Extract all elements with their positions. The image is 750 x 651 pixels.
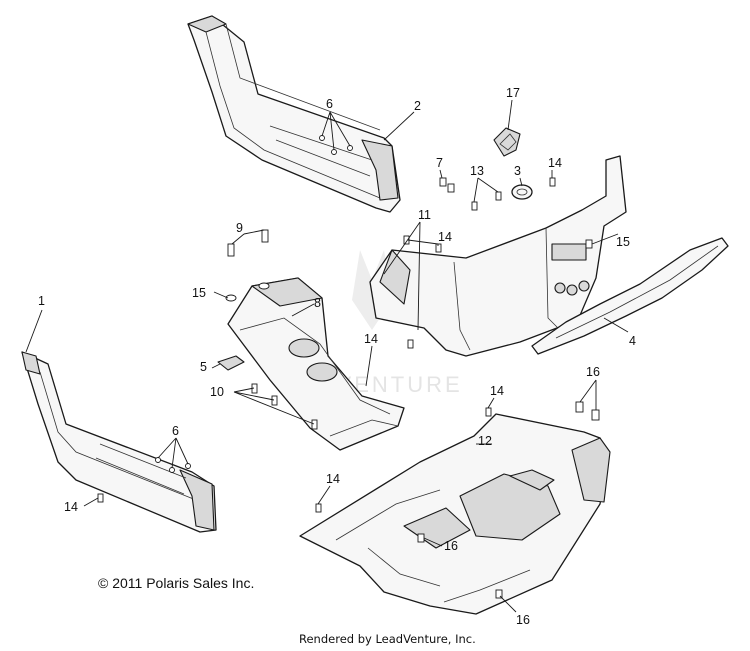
screw-6c-icon bbox=[347, 145, 353, 151]
callout-15-firewall: 15 bbox=[616, 235, 630, 249]
fasteners bbox=[97, 135, 600, 599]
floor-panel-lower-left bbox=[21, 351, 217, 533]
clip-16b-icon bbox=[591, 409, 600, 421]
seal-strip bbox=[531, 237, 729, 355]
callout-7: 7 bbox=[436, 156, 443, 170]
screw-9a-icon bbox=[227, 243, 235, 257]
center-console bbox=[227, 277, 405, 451]
screw-13a-icon bbox=[471, 201, 478, 211]
washer-15b-icon bbox=[258, 282, 270, 290]
screw-14g-icon bbox=[97, 493, 104, 503]
screw-6b-icon bbox=[331, 149, 337, 155]
screw-6f-icon bbox=[185, 463, 191, 469]
screw-10b-icon bbox=[271, 395, 278, 406]
screw-9b-icon bbox=[261, 229, 269, 243]
bolt-7a-icon bbox=[439, 177, 447, 187]
callout-13: 13 bbox=[470, 164, 484, 178]
clip-16c-icon bbox=[417, 533, 425, 543]
callout-11: 11 bbox=[418, 208, 431, 222]
callout-14-lower-panel: 14 bbox=[64, 500, 78, 514]
callout-14-firewall-bottom: 14 bbox=[364, 332, 378, 346]
callout-12: 12 bbox=[478, 434, 492, 448]
screw-14a-icon bbox=[549, 177, 556, 187]
clip-16d-icon bbox=[495, 589, 503, 599]
firewall-panel bbox=[369, 155, 627, 357]
seal-ring bbox=[493, 127, 521, 157]
callout-14-tub-left: 14 bbox=[326, 472, 340, 486]
callout-6-upper: 6 bbox=[326, 97, 333, 111]
main-floor-tub bbox=[299, 413, 611, 615]
rendered-by-credit: Rendered by LeadVenture, Inc. bbox=[299, 632, 476, 646]
clip-16a-icon bbox=[575, 401, 584, 413]
screw-14c-icon bbox=[435, 243, 442, 253]
callout-14-firewall-left: 14 bbox=[438, 230, 452, 244]
callout-16-lower: 16 bbox=[516, 613, 530, 627]
callout-9: 9 bbox=[236, 221, 243, 235]
console-pad bbox=[217, 355, 245, 371]
callout-3: 3 bbox=[514, 164, 521, 178]
screw-13b-icon bbox=[495, 191, 502, 201]
callout-6-lower: 6 bbox=[172, 424, 179, 438]
screw-10c-icon bbox=[311, 419, 318, 430]
callout-10: 10 bbox=[210, 385, 224, 399]
callout-17: 17 bbox=[506, 86, 520, 100]
copyright-notice: © 2011 Polaris Sales Inc. bbox=[98, 575, 255, 591]
clip-15-icon bbox=[585, 239, 593, 249]
callouts: 1 2 3 4 5 6 6 7 8 9 10 11 12 13 14 14 14… bbox=[38, 86, 636, 627]
callout-14-firewall-top: 14 bbox=[548, 156, 562, 170]
grommet bbox=[511, 184, 533, 200]
screw-14e-icon bbox=[485, 407, 492, 417]
callout-16-middle: 16 bbox=[444, 539, 458, 553]
bolt-7b-icon bbox=[447, 183, 455, 193]
callout-5: 5 bbox=[200, 360, 207, 374]
screw-6e-icon bbox=[169, 467, 175, 473]
screw-14f-icon bbox=[315, 503, 322, 513]
callout-2: 2 bbox=[414, 99, 421, 113]
callout-1: 1 bbox=[38, 294, 45, 308]
screw-6d-icon bbox=[155, 457, 161, 463]
screw-14d-icon bbox=[407, 339, 414, 349]
leader-lines bbox=[25, 99, 629, 613]
callout-8: 8 bbox=[314, 296, 321, 310]
washer-15a-icon bbox=[225, 294, 237, 302]
callout-16-upper: 16 bbox=[586, 365, 600, 379]
callout-15-console: 15 bbox=[192, 286, 206, 300]
screw-6a-icon bbox=[319, 135, 325, 141]
callout-14-tub-top: 14 bbox=[490, 384, 504, 398]
floor-panel-upper-left bbox=[187, 15, 401, 213]
callout-4: 4 bbox=[629, 334, 636, 348]
